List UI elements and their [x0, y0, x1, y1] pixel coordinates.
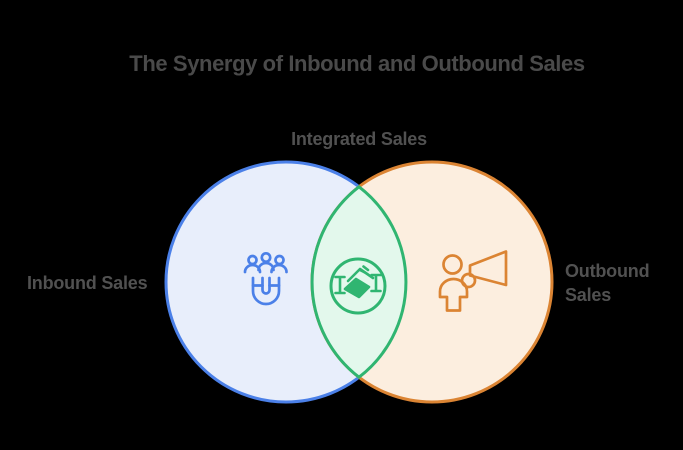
handshake-palm — [343, 277, 371, 299]
outbound-label: Outbound Sales — [565, 261, 650, 305]
overlap-label: Integrated Sales — [291, 129, 427, 149]
magnet-attract-icon — [243, 251, 288, 306]
inbound-label: Inbound Sales — [27, 273, 148, 293]
page-title: The Synergy of Inbound and Outbound Sale… — [129, 51, 585, 76]
person-megaphone-icon — [438, 250, 508, 312]
handshake-icon — [329, 257, 387, 315]
